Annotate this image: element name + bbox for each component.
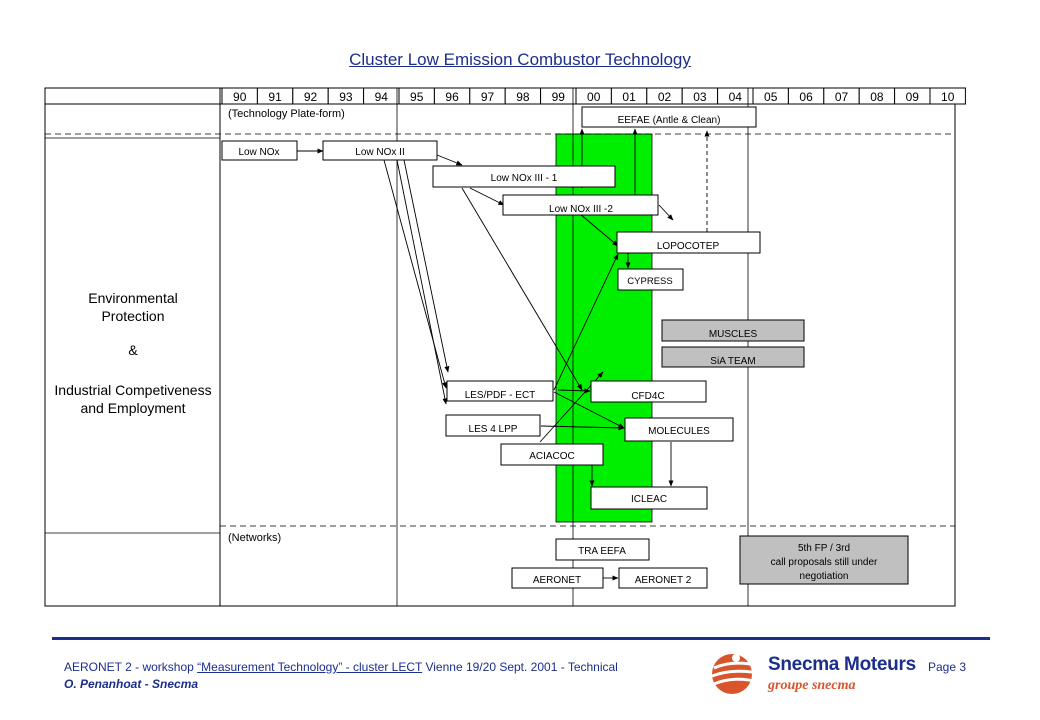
box-molecules-label: MOLECULES: [648, 426, 710, 437]
year-label: 96: [445, 90, 459, 104]
box-low-nox: [221, 140, 298, 161]
box-aciacoc: [500, 443, 604, 466]
snecma-logo: Snecma Moteurs groupe snecma: [706, 646, 916, 702]
box-5th-fp-line2: call proposals still under: [771, 557, 878, 568]
left-text-4: Industrial Competiveness: [54, 382, 211, 398]
box-icleac-label: ICLEAC: [631, 494, 667, 505]
box-aeronet-2: [618, 567, 708, 589]
box-les-pdf-ect: [446, 380, 554, 402]
box-low-nox-2: [322, 140, 438, 161]
left-text-3: &: [128, 342, 138, 358]
year-label: 97: [481, 90, 495, 104]
box-les4lpp-label: LES 4 LPP: [469, 424, 518, 435]
year-label: 03: [693, 90, 707, 104]
year-label: 08: [870, 90, 884, 104]
footer-author: O. Penanhoat - Snecma: [64, 677, 199, 691]
year-label: 07: [835, 90, 849, 104]
box-5th-fp-line3: negotiation: [800, 571, 849, 582]
box-muscles-label: MUSCLES: [709, 329, 758, 340]
box-aeronet: [511, 567, 604, 589]
networks-label: (Networks): [228, 532, 281, 544]
box-cfd4c: [590, 380, 707, 403]
box-sia-team: [661, 346, 805, 368]
year-label: 98: [516, 90, 530, 104]
left-text-1: Environmental: [88, 290, 178, 306]
box-lopocotep-label: LOPOCOTEP: [657, 241, 720, 252]
logo-emblem-icon: [711, 654, 763, 694]
box-icleac: [590, 486, 708, 510]
box-low-nox-3-1-label: Low NOx III - 1: [491, 173, 558, 184]
left-text-5: and Employment: [80, 400, 185, 416]
year-label: 92: [304, 90, 318, 104]
box-tra-eefa-label: TRA EEFA: [578, 546, 626, 557]
box-cfd4c-label: CFD4C: [631, 391, 664, 402]
box-aeronet-2-label: AERONET 2: [635, 575, 692, 586]
logo-name: Snecma Moteurs: [768, 654, 916, 675]
year-label: 05: [764, 90, 778, 104]
box-sia-team-label: SiA TEAM: [710, 356, 755, 367]
logo-subtitle: groupe snecma: [768, 678, 856, 693]
year-label: 00: [587, 90, 601, 104]
box-low-nox-3-2: [502, 194, 659, 216]
year-label: 04: [729, 90, 743, 104]
box-low-nox-3-2-label: Low NOx III -2: [549, 204, 613, 215]
year-label: 94: [375, 90, 389, 104]
page-title: Cluster Low Emission Combustor Technolog…: [349, 50, 691, 69]
box-aciacoc-label: ACIACOC: [529, 451, 575, 462]
year-label: 06: [799, 90, 813, 104]
footer-suffix: Vienne 19/20 Sept. 2001 - Technical: [422, 660, 618, 674]
year-label: 93: [339, 90, 353, 104]
box-muscles: [661, 319, 805, 342]
year-label: 99: [552, 90, 566, 104]
year-label: 95: [410, 90, 424, 104]
footer-text: AERONET 2 - workshop “Measurement Techno…: [64, 660, 618, 674]
box-les4lpp: [445, 414, 541, 437]
page-number: Page 3: [928, 660, 967, 674]
box-les-pdf-ect-label: LES/PDF - ECT: [465, 390, 536, 401]
year-label: 02: [658, 90, 672, 104]
year-header: 90 91 92 93 94 95 96 97 98 99 00 01 02 03 04 05 06 07 08 09…: [221, 87, 966, 105]
box-5th-fp-line1: 5th FP / 3rd: [798, 543, 850, 554]
footer-prefix: AERONET 2 - workshop: [64, 660, 198, 674]
year-label: 01: [622, 90, 636, 104]
box-molecules: [624, 417, 734, 442]
box-aeronet-label: AERONET: [533, 575, 581, 586]
box-tra-eefa: [555, 538, 650, 561]
box-eefae-label: EEFAE (Antle & Clean): [618, 115, 721, 126]
box-cypress-label: CYPRESS: [627, 276, 672, 287]
left-text-2: Protection: [101, 308, 164, 324]
box-5th-fp: [739, 535, 909, 585]
left-description: Environmental Protection & Industrial Co…: [54, 290, 211, 416]
box-cypress: [617, 268, 684, 291]
box-eefae: [581, 106, 757, 128]
year-label: 09: [906, 90, 920, 104]
year-label: 91: [268, 90, 282, 104]
box-low-nox-label: Low NOx: [238, 147, 279, 158]
box-low-nox-3-1: [432, 165, 616, 188]
box-low-nox-2-label: Low NOx II: [355, 147, 404, 158]
platform-label: (Technology Plate-form): [228, 108, 345, 120]
connection-arrows: [297, 128, 710, 581]
project-boxes: Low NOx Low NOx II Low NOx III - 1 Low N…: [221, 106, 909, 589]
year-label: 90: [233, 90, 247, 104]
footer-workshop: “Measurement Technology” - cluster LECT: [197, 660, 423, 674]
footer-divider: [52, 637, 990, 640]
box-lopocotep: [616, 231, 761, 254]
year-label: 10: [941, 90, 955, 104]
